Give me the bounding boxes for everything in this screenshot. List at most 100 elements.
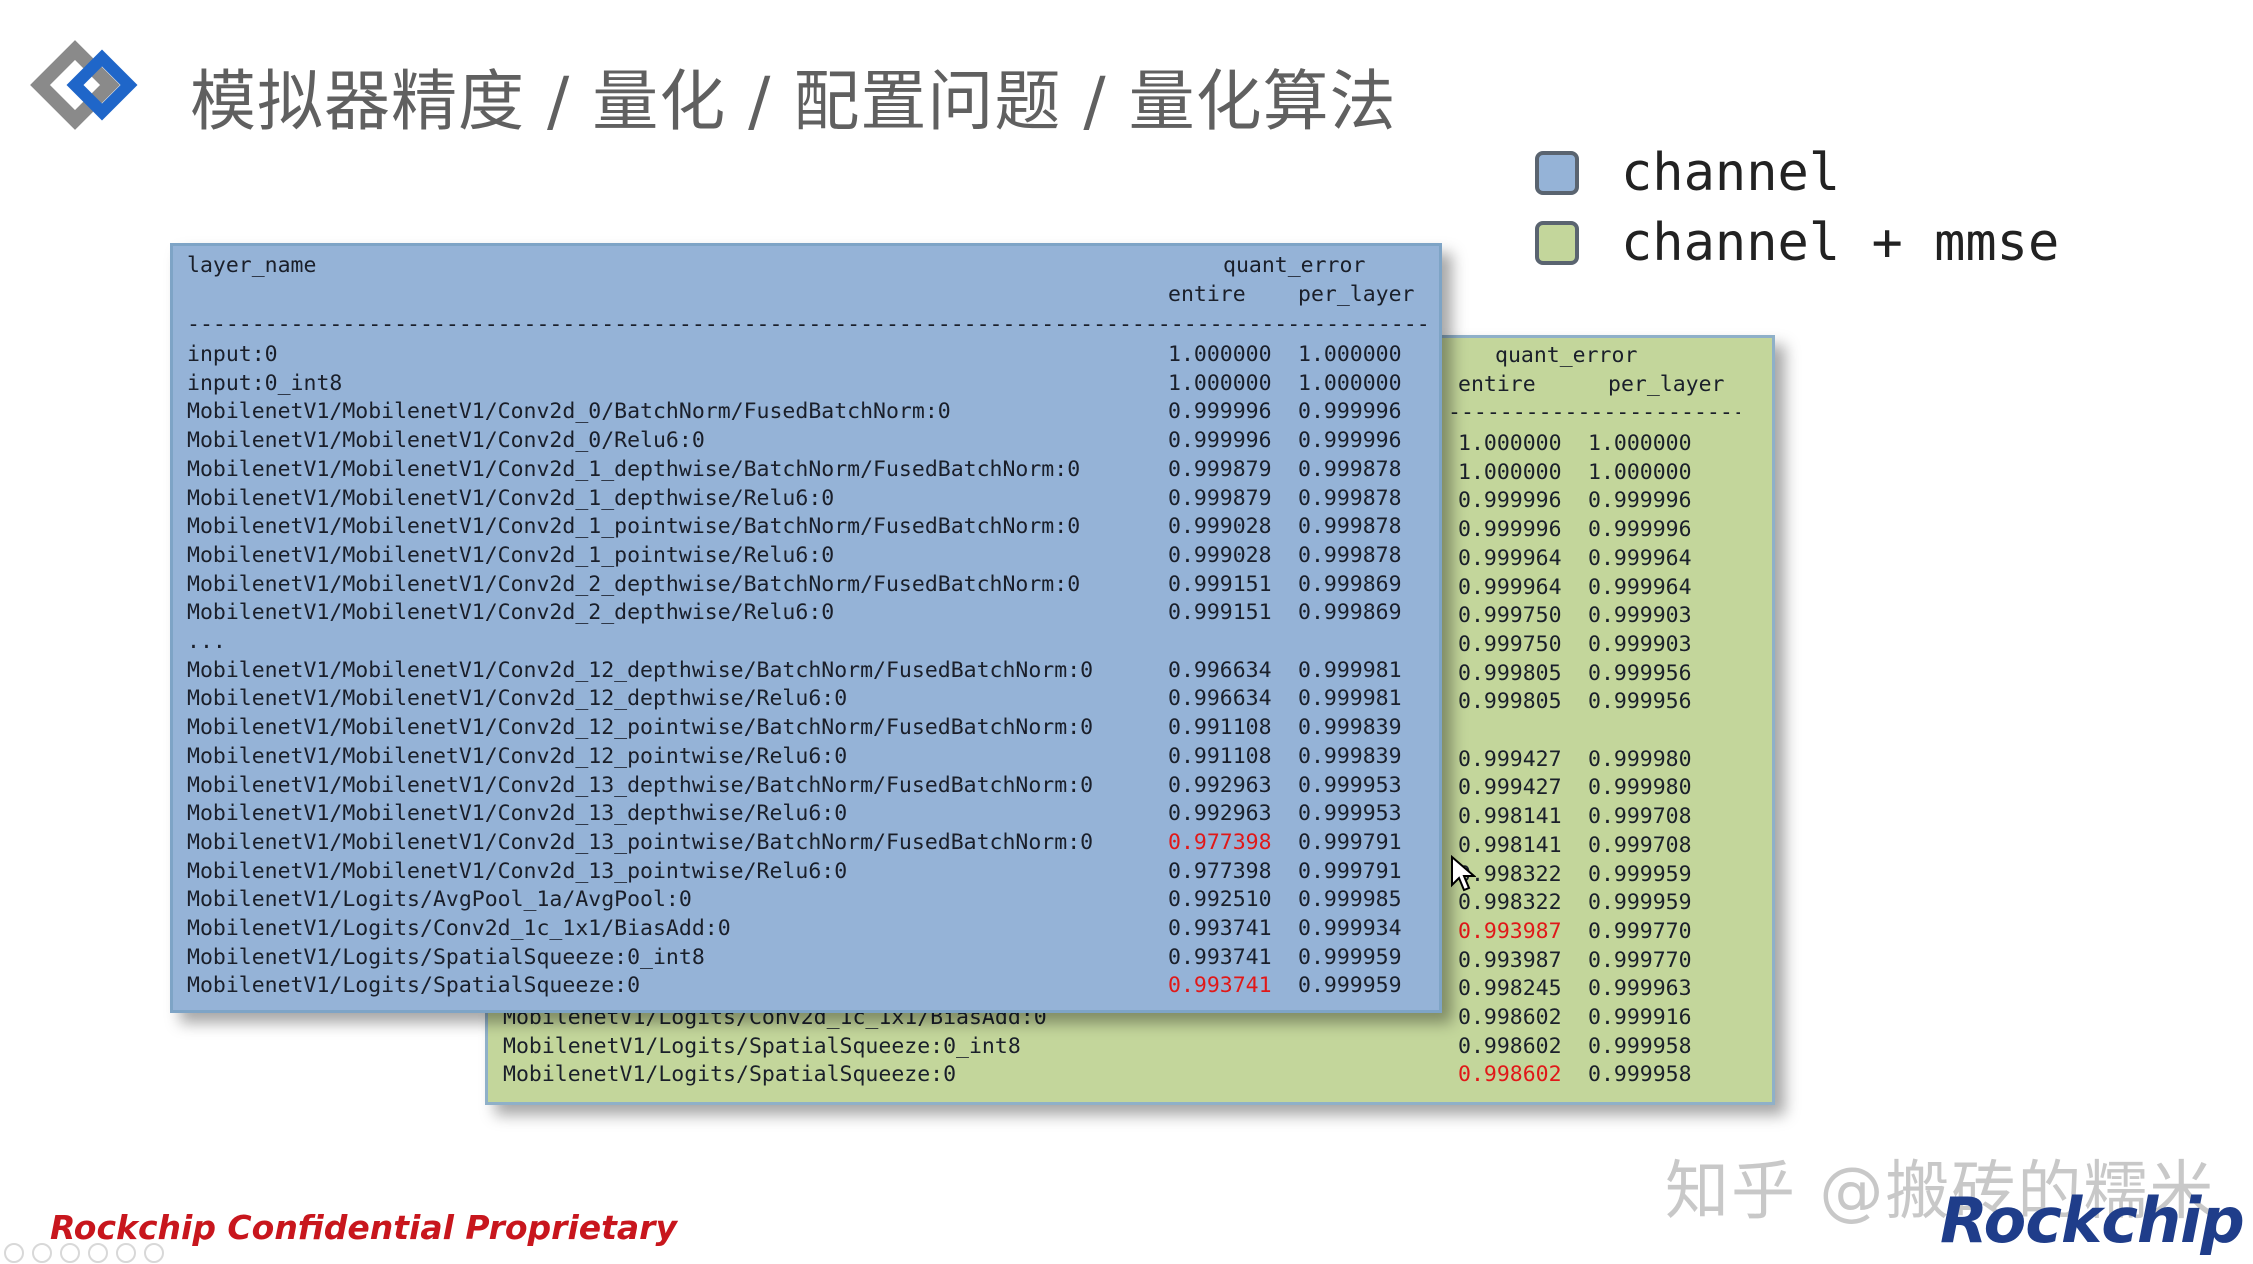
table-cell-entire: 0.991108 (1168, 743, 1272, 769)
table-cell-entire: 0.998322 (1458, 861, 1562, 887)
legend-swatch-green (1535, 221, 1579, 265)
slides-icon[interactable] (88, 1243, 108, 1263)
table-cell-per-layer: 0.999953 (1298, 772, 1402, 798)
table-cell-per-layer: 0.999985 (1298, 887, 1402, 913)
blue-results-panel: layer_name quant_error entire per_layer … (170, 243, 1442, 1013)
more-icon[interactable] (144, 1243, 164, 1263)
table-cell-per-layer: 0.999953 (1298, 801, 1402, 827)
table-cell-per-layer: 0.999996 (1588, 517, 1692, 543)
zoom-icon[interactable] (116, 1243, 136, 1263)
column-group-header: quant_error (1495, 343, 1638, 368)
table-cell-per-layer: 0.999958 (1588, 1033, 1692, 1059)
table-cell-entire: 0.999805 (1458, 689, 1562, 715)
table-cell-entire: 0.999750 (1458, 603, 1562, 629)
prev-slide-icon[interactable] (4, 1243, 24, 1263)
table-cell-entire: 0.993987 (1458, 947, 1562, 973)
table-cell-entire: 1.000000 (1458, 431, 1562, 456)
table-cell-per-layer: 0.999964 (1588, 545, 1692, 571)
table-cell-entire: 0.996634 (1168, 657, 1272, 683)
table-row-name: MobilenetV1/MobilenetV1/Conv2d_13_depthw… (187, 772, 1094, 798)
table-cell-per-layer: 0.999708 (1588, 832, 1692, 858)
table-cell-entire: 0.998141 (1458, 804, 1562, 830)
table-row-name: MobilenetV1/MobilenetV1/Conv2d_0/BatchNo… (187, 399, 951, 425)
table-cell-per-layer: 0.999878 (1298, 542, 1402, 568)
rockchip-logo-icon (30, 40, 138, 130)
table-row-name: MobilenetV1/MobilenetV1/Conv2d_12_pointw… (187, 715, 1094, 741)
table-cell-per-layer: 0.999963 (1588, 976, 1692, 1002)
table-row-name: MobilenetV1/MobilenetV1/Conv2d_13_pointw… (187, 829, 1094, 855)
table-cell-per-layer: 0.999770 (1588, 947, 1692, 973)
table-row-name: MobilenetV1/Logits/SpatialSqueeze:0 (187, 973, 641, 999)
table-cell-entire: 1.000000 (1458, 459, 1562, 485)
legend-label: channel + mmse (1621, 213, 2060, 273)
table-cell-entire: 0.999427 (1458, 775, 1562, 801)
table-cell-per-layer: 0.999959 (1298, 973, 1402, 999)
table-cell-per-layer: 0.999878 (1298, 514, 1402, 540)
table-row-name: ... (187, 629, 226, 654)
table-cell-entire: 0.999151 (1168, 571, 1272, 597)
table-cell-entire: 0.999996 (1458, 488, 1562, 514)
rockchip-brand-logo: Rockchip (1940, 1184, 2245, 1257)
header-divider: ----------------------------------------… (187, 312, 1427, 337)
table-cell-entire: 0.999151 (1168, 600, 1272, 626)
table-cell-entire: 0.999996 (1168, 399, 1272, 425)
table-cell-per-layer: 0.999903 (1588, 603, 1692, 629)
column-header-per-layer: per_layer (1608, 372, 1725, 397)
table-cell-per-layer: 0.999903 (1588, 631, 1692, 657)
confidential-notice: Rockchip Confidential Proprietary (50, 1208, 677, 1247)
table-cell-entire: 0.993741 (1168, 916, 1272, 941)
table-cell-entire: 0.999028 (1168, 514, 1272, 540)
legend-item-channel: channel (1535, 138, 2059, 208)
table-cell-entire: 0.996634 (1168, 686, 1272, 712)
table-cell-entire: 0.998602 (1458, 1005, 1562, 1030)
next-slide-icon[interactable] (32, 1243, 52, 1263)
table-cell-entire: 0.993741 (1168, 944, 1272, 970)
table-cell-entire: 0.999996 (1458, 517, 1562, 543)
table-cell-per-layer: 0.999956 (1588, 660, 1692, 686)
column-header-per-layer: per_layer (1298, 282, 1415, 307)
table-row-name: MobilenetV1/Logits/AvgPool_1a/AvgPool:0 (187, 887, 692, 913)
table-cell-per-layer: 1.000000 (1298, 370, 1402, 396)
table-row-name: MobilenetV1/MobilenetV1/Conv2d_13_depthw… (187, 801, 848, 827)
table-cell-entire: 0.998322 (1458, 890, 1562, 916)
table-cell-per-layer: 0.999934 (1298, 916, 1402, 941)
column-header-entire: entire (1168, 282, 1246, 307)
table-cell-per-layer: 0.999878 (1298, 485, 1402, 511)
table-row-name: MobilenetV1/MobilenetV1/Conv2d_1_pointwi… (187, 514, 1081, 540)
table-cell-per-layer: 0.999996 (1298, 428, 1402, 454)
table-row-name: MobilenetV1/Logits/SpatialSqueeze:0 (503, 1062, 957, 1088)
table-cell-per-layer: 1.000000 (1298, 342, 1402, 367)
table-cell-entire: 0.993987 (1458, 918, 1562, 944)
table-cell-entire: 0.992963 (1168, 801, 1272, 827)
pen-icon[interactable] (60, 1243, 80, 1263)
table-cell-per-layer: 0.999981 (1298, 686, 1402, 712)
table-cell-per-layer: 0.999791 (1298, 829, 1402, 855)
table-row-name: MobilenetV1/MobilenetV1/Conv2d_1_depthwi… (187, 485, 835, 511)
table-cell-entire: 0.998602 (1458, 1033, 1562, 1059)
table-row-name: MobilenetV1/Logits/SpatialSqueeze:0_int8 (187, 944, 705, 970)
table-row-name: MobilenetV1/MobilenetV1/Conv2d_2_depthwi… (187, 600, 835, 626)
page-title: 模拟器精度 / 量化 / 配置问题 / 量化算法 (190, 63, 1397, 140)
table-cell-entire: 0.977398 (1168, 858, 1272, 884)
table-cell-entire: 0.999996 (1168, 428, 1272, 454)
mouse-cursor-icon (1451, 855, 1476, 892)
table-row-name: MobilenetV1/MobilenetV1/Conv2d_12_depthw… (187, 686, 848, 712)
table-cell-entire: 0.992510 (1168, 887, 1272, 913)
slide-toolbar (4, 1243, 164, 1263)
legend: channel channel + mmse (1535, 138, 2059, 278)
legend-label: channel (1621, 143, 1841, 203)
table-cell-per-layer: 0.999869 (1298, 600, 1402, 626)
table-cell-entire: 0.999805 (1458, 660, 1562, 686)
table-cell-per-layer: 0.999959 (1298, 944, 1402, 970)
table-cell-per-layer: 0.999916 (1588, 1005, 1692, 1030)
table-cell-per-layer: 0.999708 (1588, 804, 1692, 830)
table-row-name: MobilenetV1/MobilenetV1/Conv2d_12_pointw… (187, 743, 848, 769)
table-cell-entire: 0.999750 (1458, 631, 1562, 657)
table-row-name: MobilenetV1/MobilenetV1/Conv2d_1_pointwi… (187, 542, 835, 568)
column-header-entire: entire (1458, 372, 1536, 397)
table-cell-per-layer: 0.999980 (1588, 775, 1692, 801)
table-cell-per-layer: 1.000000 (1588, 459, 1692, 485)
table-row-name: MobilenetV1/MobilenetV1/Conv2d_2_depthwi… (187, 571, 1081, 597)
table-cell-entire: 0.999879 (1168, 456, 1272, 482)
table-cell-per-layer: 0.999958 (1588, 1062, 1692, 1088)
